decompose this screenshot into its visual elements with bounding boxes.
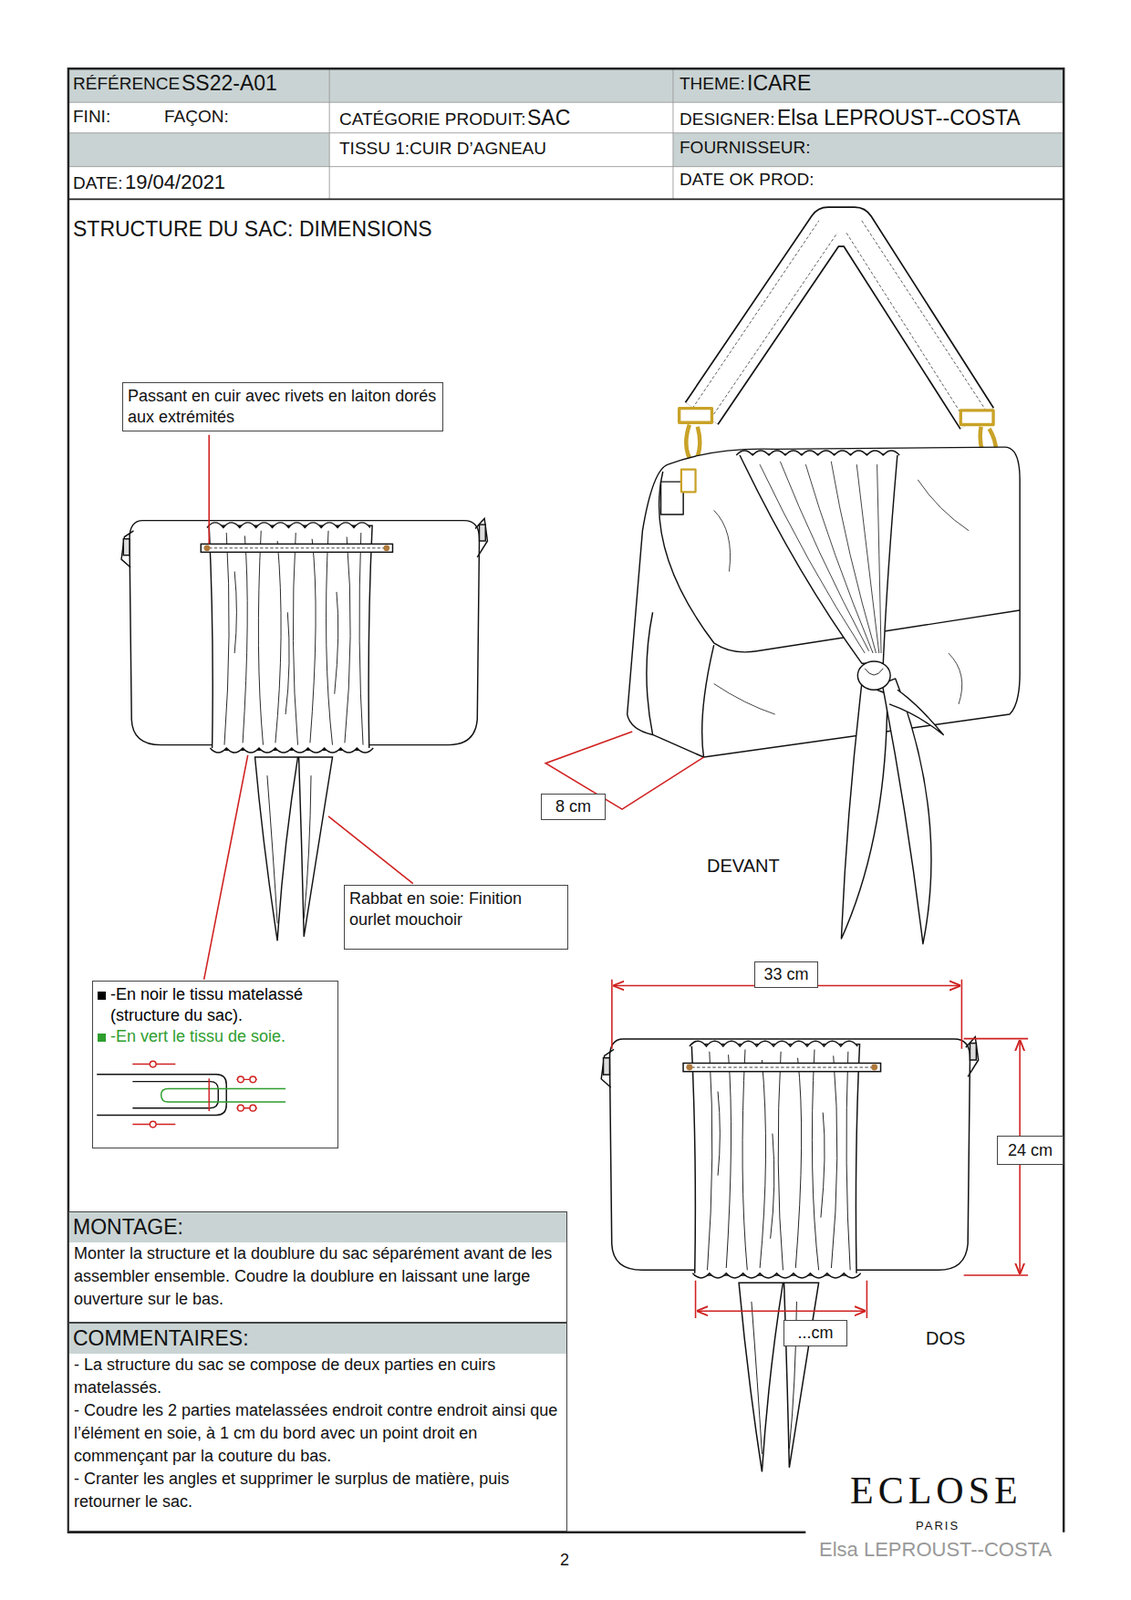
dimension-lines — [695, 1280, 868, 1318]
seam-schematic — [161, 1088, 286, 1102]
sheet-title: STRUCTURE DU SAC: DIMENSIONS — [72, 217, 433, 241]
brand-city: PARIS — [915, 1519, 960, 1534]
seam-schematic — [96, 1060, 286, 1128]
bag-three-quarter — [627, 220, 1020, 945]
sheet-frame — [68, 68, 1064, 1533]
bag-three-quarter — [739, 454, 898, 664]
sheet-frame — [68, 68, 1064, 1533]
field-name: FAÇON: — [164, 106, 229, 127]
field-value: Elsa LEPROUST--COSTA — [777, 105, 1021, 130]
view-label: DEVANT — [706, 855, 780, 877]
field-name: RÉFÉRENCE — [72, 73, 180, 94]
sheet-frame — [68, 68, 1064, 199]
bag-three-quarter — [679, 408, 713, 424]
field-name: DESIGNER: — [679, 109, 776, 130]
seam-schematic — [238, 1076, 245, 1083]
seam-schematic — [132, 1064, 257, 1125]
section-panel: MONTAGE:Monter la structure et la doublu… — [68, 1211, 568, 1323]
dimension-box: 33 cm — [754, 961, 819, 988]
field-name: THEME: — [679, 73, 746, 94]
bag-three-quarter — [627, 446, 1020, 758]
field-name: FOURNISSEUR: — [679, 137, 811, 158]
page-number: 2 — [560, 1550, 570, 1570]
leader-lines — [204, 755, 249, 980]
legend-swatch — [97, 1033, 106, 1042]
section-heading: MONTAGE: — [69, 1212, 567, 1243]
legend-box: -En noir le tissu matelassé (structure d… — [92, 980, 339, 1149]
field-value: SAC — [527, 105, 571, 130]
leader-lines — [207, 435, 210, 545]
section-heading: COMMENTAIRES: — [69, 1323, 567, 1354]
bag-three-quarter — [692, 220, 987, 423]
sheet-frame — [68, 198, 1064, 201]
section-panel: COMMENTAIRES:- La structure du sac se co… — [68, 1322, 568, 1532]
sheet-frame — [68, 133, 330, 167]
dimension-lines — [545, 731, 1028, 1318]
bag-three-quarter — [840, 684, 887, 940]
view-label: DOS — [925, 1328, 965, 1349]
dimension-box: ...cm — [783, 1319, 848, 1347]
dimension-box: 8 cm — [540, 793, 606, 820]
callout-text: Passant en cuir avec rivets en laiton do… — [127, 385, 438, 427]
dimension-lines — [612, 979, 963, 1049]
dimension-value: 24 cm — [1001, 1136, 1059, 1164]
bag-three-quarter — [646, 612, 715, 758]
callout-text: Rabbat en soie: Finition ourlet mouchoir — [349, 888, 563, 930]
seam-schematic — [238, 1104, 245, 1111]
bag-back — [601, 1037, 978, 1473]
bag-three-quarter — [889, 689, 944, 735]
dimension-value: 8 cm — [545, 794, 602, 820]
bag-three-quarter — [759, 461, 882, 654]
bag-three-quarter — [857, 661, 891, 690]
legend-text: -En noir le tissu matelassé (structure d… — [110, 985, 303, 1025]
legend-row: -En vert le tissu de soie. — [97, 1026, 333, 1048]
seam-schematic — [149, 1120, 156, 1128]
legend-swatch — [97, 991, 106, 1000]
bag-three-quarter — [864, 668, 883, 675]
brand-logo: ECLOSE — [850, 1468, 1023, 1513]
field-name: CATÉGORIE PRODUIT: — [339, 109, 526, 130]
bag-three-quarter — [681, 469, 696, 493]
legend-row: -En noir le tissu matelassé (structure d… — [97, 984, 333, 1027]
bag-three-quarter — [701, 227, 977, 419]
seam-schematic — [207, 1078, 209, 1111]
field-name: DATE OK PROD: — [679, 169, 814, 190]
dimension-lines — [697, 1309, 865, 1312]
field-value: SS22-A01 — [181, 71, 278, 95]
leader-lines — [328, 816, 414, 884]
seam-schematic — [132, 1081, 218, 1109]
seam-schematic — [249, 1076, 257, 1083]
field-value: TISSU 1:CUIR D’AGNEAU — [339, 138, 547, 159]
seam-schematic — [149, 1060, 156, 1068]
callout-box: Rabbat en soie: Finition ourlet mouchoir — [343, 884, 569, 950]
callout-box: Passant en cuir avec rivets en laiton do… — [122, 382, 444, 432]
bag-three-quarter — [701, 227, 977, 419]
legend-text: -En vert le tissu de soie. — [110, 1027, 286, 1046]
dimension-box: 24 cm — [996, 1135, 1064, 1165]
sheet-frame — [673, 133, 1064, 167]
seam-schematic — [249, 1104, 257, 1111]
field-name: DATE: — [72, 173, 124, 194]
bag-three-quarter — [661, 481, 685, 515]
section-body: - Cranter les angles et supprimer le sur… — [69, 1467, 567, 1514]
section-body: - La structure du sac se compose de deux… — [69, 1353, 567, 1400]
dimension-value: ...cm — [788, 1320, 843, 1346]
dimension-value: 33 cm — [758, 962, 814, 987]
designer-signature: Elsa LEPROUST--COSTA — [819, 1537, 1052, 1561]
section-body: Monter la structure et la doublure du sa… — [69, 1242, 567, 1311]
sheet-frame — [68, 68, 1064, 103]
bag-front-flat — [121, 518, 488, 941]
bag-three-quarter — [736, 450, 900, 456]
section-body: - Coudre les 2 parties matelassées endro… — [69, 1399, 567, 1468]
field-value: ICARE — [747, 71, 811, 95]
bag-three-quarter — [960, 410, 994, 426]
field-value: 19/04/2021 — [124, 170, 226, 194]
field-name: FINI: — [72, 106, 111, 127]
